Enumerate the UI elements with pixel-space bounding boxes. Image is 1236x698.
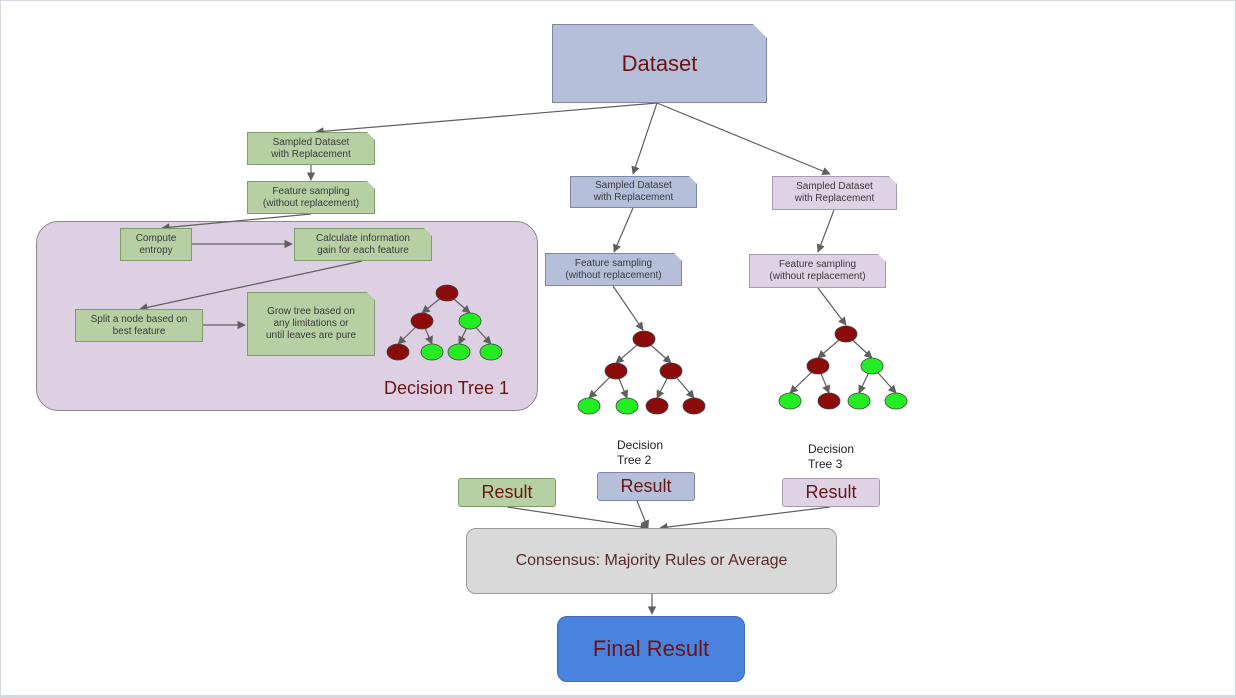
decision-tree-3-label: Decision Tree 3 — [808, 442, 855, 471]
tree-1-glyph-node-green — [447, 343, 471, 361]
dataset-node: Dataset — [552, 24, 767, 103]
tree-2-glyph-node-red — [632, 330, 656, 348]
sampled-dataset-2-label: Sampled Dataset with Replacement — [593, 180, 674, 203]
tree-1-glyph-node-green — [420, 343, 444, 361]
feature-sampling-3: Feature sampling (without replacement) — [749, 254, 886, 288]
sampled-dataset-3-label: Sampled Dataset with Replacement — [794, 181, 875, 204]
tree-3-glyph-node-green — [778, 392, 802, 410]
tree-3-glyph-node-red — [817, 392, 841, 410]
information-gain-node: Calculate information gain for each feat… — [294, 228, 432, 261]
tree-2-glyph-node-red — [604, 362, 628, 380]
tree-3-glyph-node-green — [860, 357, 884, 375]
tree-3-glyph-node-green — [884, 392, 908, 410]
tree-1-glyph-node-green — [479, 343, 503, 361]
tree-2-glyph-node-red — [645, 397, 669, 415]
tree-2-glyph-node-green — [577, 397, 601, 415]
arrow-dataset-to-sample-1 — [315, 102, 658, 136]
result-1-label: Result — [481, 482, 533, 502]
arrow-dataset-to-sample-2 — [631, 102, 658, 175]
tree-2-glyph-node-red — [659, 362, 683, 380]
feature-sampling-2: Feature sampling (without replacement) — [545, 253, 682, 286]
arrow-feature-2-to-tree-2 — [612, 285, 644, 331]
arrow-result-2-to-consensus — [636, 500, 650, 529]
arrow-feature-3-to-tree-3 — [817, 287, 847, 326]
compute-entropy-node: Compute entropy — [120, 228, 192, 261]
arrow-gain-to-split — [139, 260, 363, 312]
tree-3-glyph-node-red — [806, 357, 830, 375]
tree-1-glyph-node-green — [458, 312, 482, 330]
arrow-result-1-to-consensus — [506, 506, 649, 532]
tree-3-glyph-node-green — [847, 392, 871, 410]
result-2-label: Result — [620, 476, 672, 496]
arrow-feature-1-to-entropy — [161, 213, 312, 232]
arrow-sample-3-to-feature-3 — [816, 209, 835, 253]
final-result-node: Final Result — [557, 616, 745, 682]
split-node-label: Split a node based on best feature — [90, 313, 188, 337]
dataset-label: Dataset — [621, 50, 698, 76]
split-node-node: Split a node based on best feature — [75, 309, 203, 342]
sampled-dataset-3: Sampled Dataset with Replacement — [772, 176, 897, 210]
tree-2-glyph-node-red — [682, 397, 706, 415]
tree-2-glyph — [577, 330, 706, 415]
tree-1-glyph — [386, 284, 503, 361]
feature-sampling-1-label: Feature sampling (without replacement) — [262, 185, 360, 209]
feature-sampling-1: Feature sampling (without replacement) — [247, 181, 375, 214]
decision-tree-1-label: Decision Tree 1 — [384, 378, 510, 398]
grow-tree-label: Grow tree based on any limitations or un… — [265, 306, 357, 341]
tree-1-glyph-node-red — [386, 343, 410, 361]
tree-3-glyph-node-red — [834, 325, 858, 343]
result-2: Result — [597, 472, 695, 501]
result-3: Result — [782, 478, 880, 507]
sampled-dataset-1: Sampled Dataset with Replacement — [247, 132, 375, 165]
compute-entropy-label: Compute entropy — [135, 232, 177, 256]
final-result-label: Final Result — [592, 636, 710, 661]
decision-tree-2-label: Decision Tree 2 — [617, 438, 664, 467]
grow-tree-node: Grow tree based on any limitations or un… — [247, 292, 375, 356]
sampled-dataset-1-label: Sampled Dataset with Replacement — [271, 136, 351, 160]
feature-sampling-3-label: Feature sampling (without replacement) — [769, 259, 866, 282]
result-3-label: Result — [805, 482, 857, 502]
sampled-dataset-2: Sampled Dataset with Replacement — [570, 176, 697, 208]
tree-3-glyph — [778, 325, 908, 410]
result-1: Result — [458, 478, 556, 507]
arrow-dataset-to-sample-3 — [656, 102, 831, 176]
tree-1-glyph-node-red — [410, 312, 434, 330]
consensus-node: Consensus: Majority Rules or Average — [466, 528, 837, 594]
arrow-result-3-to-consensus — [659, 506, 831, 532]
feature-sampling-2-label: Feature sampling (without replacement) — [565, 257, 662, 281]
tree-1-glyph-node-red — [435, 284, 459, 302]
arrow-sample-2-to-feature-2 — [613, 207, 634, 253]
tree-2-glyph-node-green — [615, 397, 639, 415]
consensus-label: Consensus: Majority Rules or Average — [515, 552, 788, 569]
information-gain-label: Calculate information gain for each feat… — [316, 232, 410, 256]
